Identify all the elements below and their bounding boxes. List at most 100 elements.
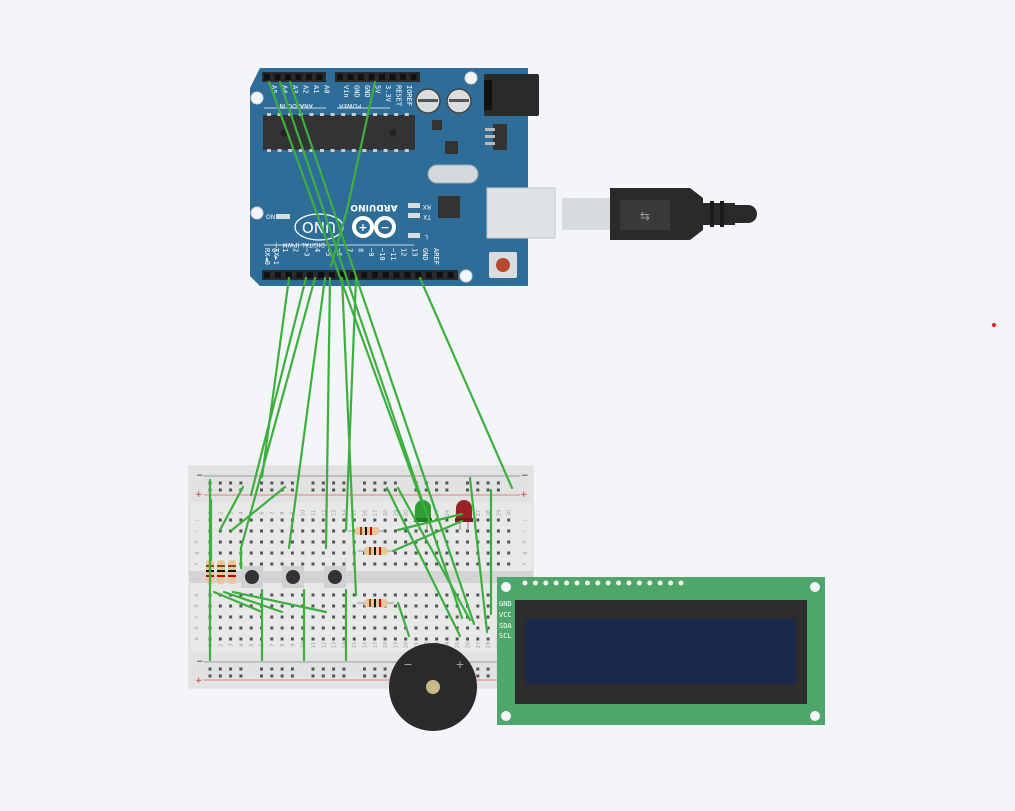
header-pin[interactable] <box>426 272 432 278</box>
terminal-hole[interactable] <box>486 551 490 555</box>
terminal-hole[interactable] <box>332 551 336 555</box>
lcd-header-pin[interactable] <box>647 580 653 586</box>
rail-hole[interactable] <box>363 674 366 678</box>
terminal-hole[interactable] <box>383 529 387 533</box>
terminal-hole[interactable] <box>414 637 418 641</box>
terminal-hole[interactable] <box>352 626 356 630</box>
terminal-hole[interactable] <box>404 615 408 619</box>
push-button-1[interactable] <box>241 566 263 588</box>
rail-hole[interactable] <box>383 674 387 678</box>
rail-hole[interactable] <box>383 488 387 492</box>
header-pin[interactable] <box>285 74 291 80</box>
terminal-hole[interactable] <box>404 518 408 522</box>
rail-hole[interactable] <box>332 674 336 678</box>
rail-hole[interactable] <box>208 667 212 671</box>
terminal-hole[interactable] <box>301 540 305 544</box>
terminal-hole[interactable] <box>332 540 336 544</box>
terminal-hole[interactable] <box>435 551 439 555</box>
terminal-hole[interactable] <box>466 626 469 630</box>
terminal-hole[interactable] <box>218 626 222 630</box>
rail-hole[interactable] <box>270 481 274 485</box>
terminal-hole[interactable] <box>476 593 480 597</box>
rail-hole[interactable] <box>486 667 490 671</box>
terminal-hole[interactable] <box>301 551 305 555</box>
header-pin[interactable] <box>393 272 400 278</box>
lcd-header-pin[interactable] <box>584 580 590 586</box>
rail-hole[interactable] <box>363 667 366 671</box>
terminal-hole[interactable] <box>239 615 243 619</box>
terminal-hole[interactable] <box>270 637 274 641</box>
rail-hole[interactable] <box>342 667 346 671</box>
terminal-hole[interactable] <box>486 529 490 533</box>
terminal-hole[interactable] <box>301 529 305 533</box>
header-pin[interactable] <box>274 272 281 278</box>
terminal-hole[interactable] <box>290 551 294 555</box>
rail-hole[interactable] <box>260 674 263 678</box>
rail-hole[interactable] <box>321 667 325 671</box>
lcd-header-pin[interactable] <box>543 580 549 586</box>
terminal-hole[interactable] <box>414 529 418 533</box>
terminal-hole[interactable] <box>290 540 294 544</box>
terminal-hole[interactable] <box>332 626 336 630</box>
terminal-hole[interactable] <box>486 626 490 630</box>
terminal-hole[interactable] <box>507 562 511 566</box>
terminal-hole[interactable] <box>476 518 480 522</box>
terminal-hole[interactable] <box>301 562 305 566</box>
rail-hole[interactable] <box>280 674 284 678</box>
terminal-hole[interactable] <box>311 593 315 597</box>
terminal-hole[interactable] <box>280 562 284 566</box>
terminal-hole[interactable] <box>363 637 366 641</box>
rail-hole[interactable] <box>435 488 439 492</box>
terminal-hole[interactable] <box>301 593 305 597</box>
terminal-hole[interactable] <box>393 626 397 630</box>
rail-hole[interactable] <box>342 481 346 485</box>
terminal-hole[interactable] <box>507 518 511 522</box>
rail-hole[interactable] <box>373 674 377 678</box>
terminal-hole[interactable] <box>239 604 243 608</box>
rail-hole[interactable] <box>239 667 243 671</box>
header-pin[interactable] <box>318 272 324 278</box>
terminal-hole[interactable] <box>393 529 397 533</box>
terminal-hole[interactable] <box>218 540 222 544</box>
terminal-hole[interactable] <box>321 551 325 555</box>
terminal-hole[interactable] <box>270 562 274 566</box>
terminal-hole[interactable] <box>249 540 253 544</box>
terminal-hole[interactable] <box>239 626 243 630</box>
rail-hole[interactable] <box>311 488 315 492</box>
terminal-hole[interactable] <box>311 540 315 544</box>
terminal-hole[interactable] <box>486 540 490 544</box>
header-pin[interactable] <box>264 272 270 278</box>
power-jack[interactable] <box>484 74 539 116</box>
terminal-hole[interactable] <box>321 637 325 641</box>
terminal-hole[interactable] <box>496 551 500 555</box>
terminal-hole[interactable] <box>311 562 315 566</box>
terminal-hole[interactable] <box>249 529 253 533</box>
jumper-wire[interactable] <box>385 486 462 638</box>
terminal-hole[interactable] <box>321 562 325 566</box>
terminal-hole[interactable] <box>260 518 263 522</box>
terminal-hole[interactable] <box>270 518 274 522</box>
terminal-hole[interactable] <box>424 615 428 619</box>
terminal-hole[interactable] <box>280 637 284 641</box>
terminal-hole[interactable] <box>373 540 377 544</box>
terminal-hole[interactable] <box>229 551 233 555</box>
terminal-hole[interactable] <box>466 637 469 641</box>
rail-hole[interactable] <box>476 674 480 678</box>
terminal-hole[interactable] <box>321 540 325 544</box>
lcd-header-pin[interactable] <box>668 580 674 586</box>
terminal-hole[interactable] <box>270 540 274 544</box>
terminal-hole[interactable] <box>404 604 408 608</box>
rail-hole[interactable] <box>290 674 294 678</box>
terminal-hole[interactable] <box>260 529 263 533</box>
header-pin[interactable] <box>361 272 368 278</box>
rail-hole[interactable] <box>229 674 233 678</box>
terminal-hole[interactable] <box>393 637 397 641</box>
terminal-hole[interactable] <box>321 518 325 522</box>
lcd-header-pin[interactable] <box>532 580 538 586</box>
terminal-hole[interactable] <box>373 637 377 641</box>
terminal-hole[interactable] <box>290 593 294 597</box>
jumper-wire[interactable] <box>249 276 308 497</box>
rail-hole[interactable] <box>260 667 263 671</box>
